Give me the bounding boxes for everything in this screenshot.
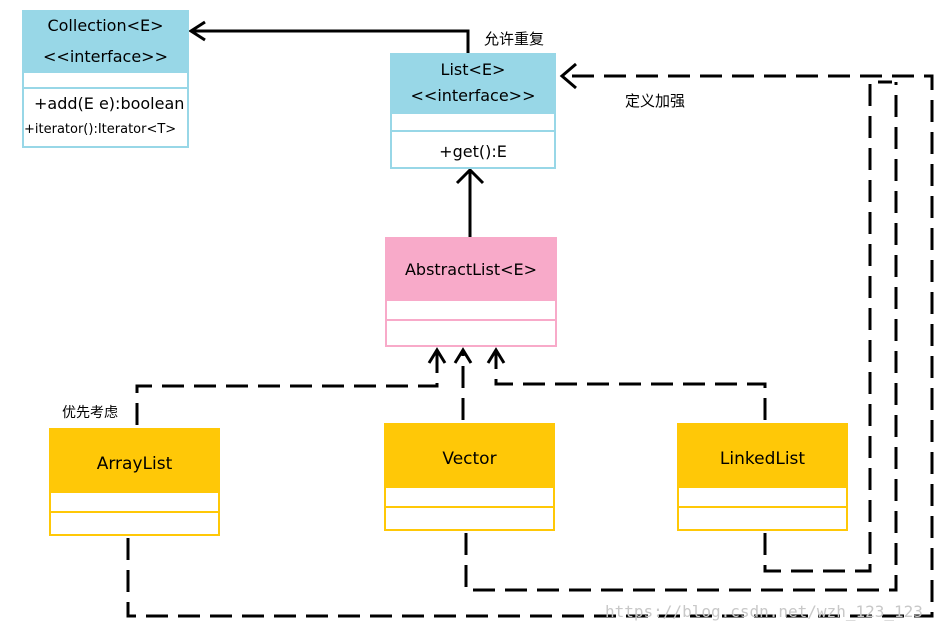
vector-header: [386, 425, 553, 488]
vector-attributes-section: [386, 488, 553, 508]
collection-name: Collection<E>: [47, 16, 164, 35]
linkedlist-implements-list-line: [763, 80, 892, 573]
linkedlist-attributes-section: [679, 488, 846, 508]
list-method-get: +get():E: [439, 142, 507, 161]
list-interface-box: List<E> <<interface>> +get():E: [390, 53, 556, 169]
priority-note: 优先考虑: [62, 405, 118, 421]
linkedlist-name: LinkedList: [719, 449, 806, 469]
list-header: [392, 55, 554, 114]
collection-method-add: +add(E e):boolean: [34, 94, 185, 113]
collection-interface-box: Collection<E> <<interface>> +add(E e):bo…: [22, 10, 189, 148]
abstractlist-header: [387, 239, 555, 301]
arraylist-extends-abstractlist-line: [135, 352, 439, 425]
define-enhance-note: 定义加强: [625, 92, 686, 110]
collection-attributes-section: [24, 73, 187, 89]
abstractlist-implements-list-arrowhead: [455, 167, 485, 185]
abstractlist-name: AbstractList<E>: [404, 260, 538, 279]
linkedlist-arrowhead: [486, 347, 506, 364]
arraylist-header: [51, 430, 218, 493]
allow-duplicates-note: 允许重复: [484, 30, 545, 48]
linkedlist-header: [679, 425, 846, 488]
arraylist-name: ArrayList: [96, 454, 173, 474]
list-implementation-arrowhead: [559, 62, 577, 90]
linkedlist-extends-abstractlist-line: [494, 352, 767, 420]
list-stereotype: <<interface>>: [410, 86, 536, 105]
vector-arrowhead: [453, 347, 473, 364]
abstractlist-class-box: AbstractList<E>: [385, 237, 557, 347]
vector-implements-list-line: [464, 82, 898, 592]
linkedlist-class-box: LinkedList: [677, 423, 848, 531]
vector-name: Vector: [442, 449, 497, 469]
collection-stereotype: <<interface>>: [43, 47, 168, 66]
arraylist-class-box: ArrayList: [49, 428, 220, 536]
list-name: List<E>: [440, 60, 506, 79]
collection-method-iterator: +iterator():Iterator<T>: [24, 122, 177, 137]
list-extends-collection-line: [191, 29, 470, 53]
arraylist-attributes-section: [51, 493, 218, 513]
abstractlist-attributes-section: [387, 301, 555, 321]
arraylist-arrowhead: [427, 347, 447, 364]
vector-class-box: Vector: [384, 423, 555, 531]
list-attributes-section: [392, 114, 554, 132]
list-extends-collection-arrowhead: [188, 20, 206, 42]
arraylist-implements-list-line: [126, 74, 934, 618]
watermark: https://blog.csdn.net/wzh_123_123: [605, 602, 923, 621]
collection-header: [24, 12, 187, 73]
